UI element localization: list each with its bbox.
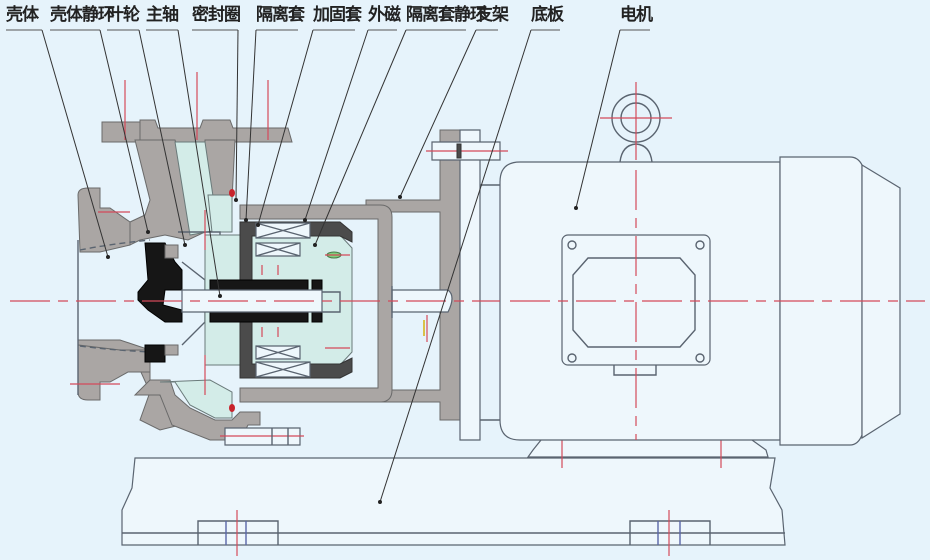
casing-bolt xyxy=(220,427,304,446)
label-base-plate: 底板 xyxy=(531,5,564,25)
label-motor: 电机 xyxy=(620,5,653,25)
motor xyxy=(499,82,925,446)
base-plate xyxy=(121,457,786,556)
label-casing: 壳体 xyxy=(6,5,39,25)
label-casing-wear-ring: 壳体静环 xyxy=(50,5,115,25)
label-main-shaft: 主轴 xyxy=(146,5,179,25)
label-bracket: 支架 xyxy=(476,5,509,25)
label-outer-magnet: 外磁 xyxy=(368,5,401,25)
seal-ring-bottom xyxy=(229,404,235,412)
label-isolation-sleeve: 隔离套 xyxy=(256,5,305,25)
label-reinforcement-sleeve: 加固套 xyxy=(313,5,362,25)
label-impeller: 叶轮 xyxy=(107,5,140,25)
label-isolation-sleeve-static-ring: 隔离套静环 xyxy=(406,5,487,25)
seal-ring-top xyxy=(229,189,235,197)
bracket xyxy=(365,129,508,441)
label-seal-ring: 密封圈 xyxy=(192,5,241,25)
leader-lines xyxy=(6,29,650,504)
